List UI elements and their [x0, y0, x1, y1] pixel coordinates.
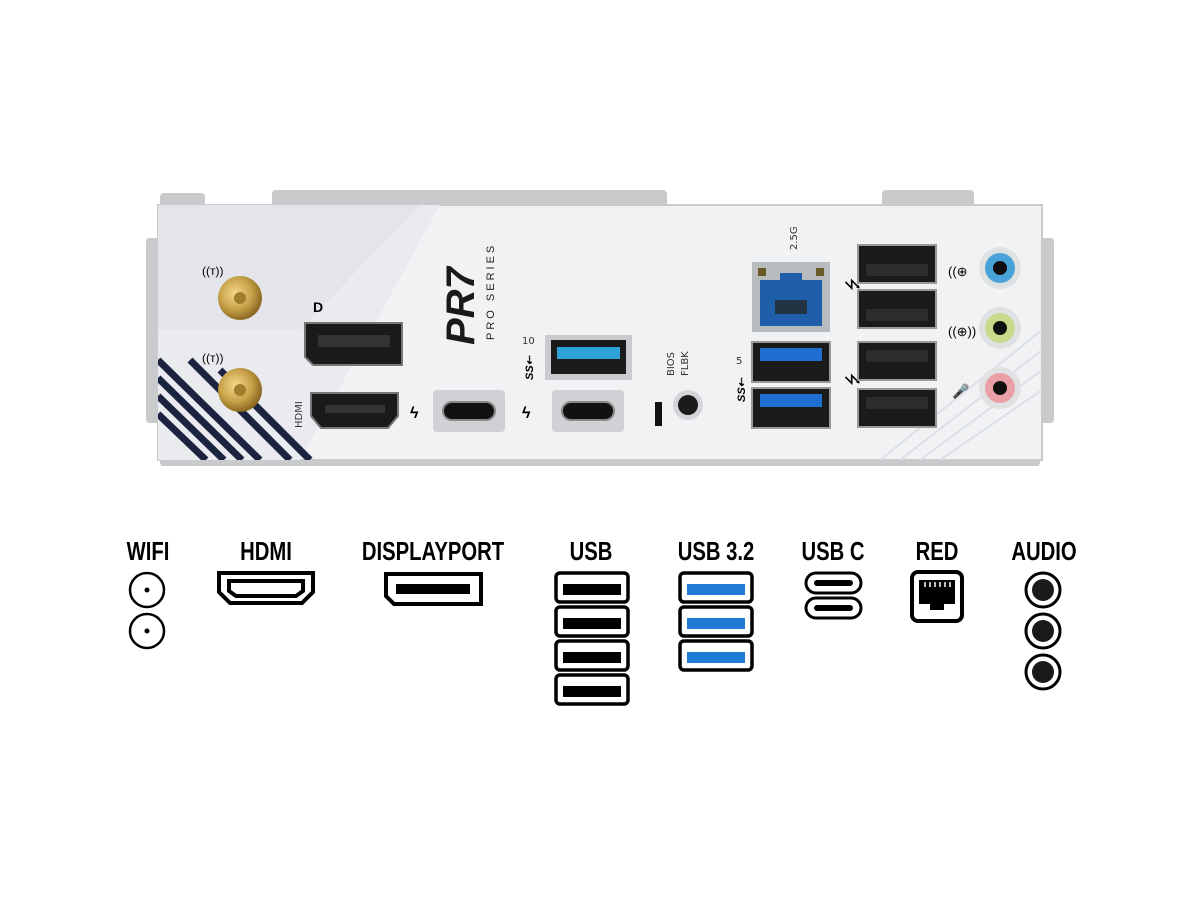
legend: WIFI HDMI DISPLAYPORT USB USB 3.2 USB C …	[127, 537, 1077, 706]
legend-displayport-icon	[384, 572, 483, 606]
legend-hdmi-icon	[217, 571, 315, 605]
wifi-icon: ((ᴛ))	[202, 351, 223, 365]
thunderbolt-icon: ϟ	[522, 405, 531, 422]
wifi-antenna-2	[218, 368, 262, 412]
legend-usb32-icon	[678, 571, 754, 672]
lan-speed-label: 2.5G	[789, 226, 800, 250]
usb-speed-5-label: 5	[736, 356, 742, 367]
legend-label-usb32: USB 3.2	[678, 537, 755, 566]
wifi-icon: ((ᴛ))	[202, 264, 223, 278]
legend-audio-icon	[1024, 571, 1062, 691]
bios-led	[655, 402, 662, 426]
legend-label-audio: AUDIO	[1011, 537, 1076, 566]
displayport-logo-icon: D	[313, 299, 323, 315]
usb-a-port	[857, 341, 937, 381]
audio-jack-line-in	[979, 247, 1021, 289]
audio-jack-mic	[979, 367, 1021, 409]
bios-flashback-button[interactable]	[673, 390, 703, 420]
legend-label-usbc: USB C	[801, 537, 864, 566]
ethernet-port	[752, 262, 830, 332]
usb-c-port-1	[433, 390, 505, 432]
usb-a-5g-port-1	[751, 341, 831, 383]
legend-label-usb: USB	[570, 537, 613, 566]
displayport-port	[304, 322, 403, 366]
usb-a-10g-port	[545, 335, 632, 380]
legend-label-hdmi: HDMI	[240, 537, 292, 566]
legend-label-wifi: WIFI	[127, 537, 170, 566]
legend-wifi-icon	[128, 571, 166, 650]
thunderbolt-icon: ϟ	[410, 405, 419, 422]
legend-usb-icon	[554, 571, 630, 706]
line-out-icon: ((⊕))	[948, 324, 976, 339]
superspeed-icon: SS⇠	[524, 355, 536, 380]
flbk-label: FLBK	[680, 351, 691, 376]
usb-speed-10-label: 10	[522, 336, 535, 347]
bios-label: BIOS	[666, 352, 677, 376]
audio-jack-line-out	[979, 307, 1021, 349]
legend-usbc-icon	[804, 571, 863, 620]
wifi-antenna-1	[218, 276, 262, 320]
superspeed-icon: SS⇠	[736, 377, 748, 402]
hdmi-port	[310, 392, 399, 429]
series-text: PRO SERIES	[485, 243, 497, 340]
usb-a-port	[857, 244, 937, 284]
usb-a-port	[857, 289, 937, 329]
usb-c-port-2	[552, 390, 624, 432]
usb-a-port	[857, 388, 937, 428]
legend-label-red: RED	[916, 537, 959, 566]
legend-ethernet-icon	[910, 570, 964, 623]
microphone-icon: 🎤	[952, 382, 970, 400]
line-in-icon: ((⊕	[948, 264, 968, 279]
brand-logo: PR7	[439, 265, 483, 345]
hdmi-panel-label: HDMI	[294, 401, 305, 428]
usb-a-5g-port-2	[751, 387, 831, 429]
legend-label-displayport: DISPLAYPORT	[362, 537, 504, 566]
